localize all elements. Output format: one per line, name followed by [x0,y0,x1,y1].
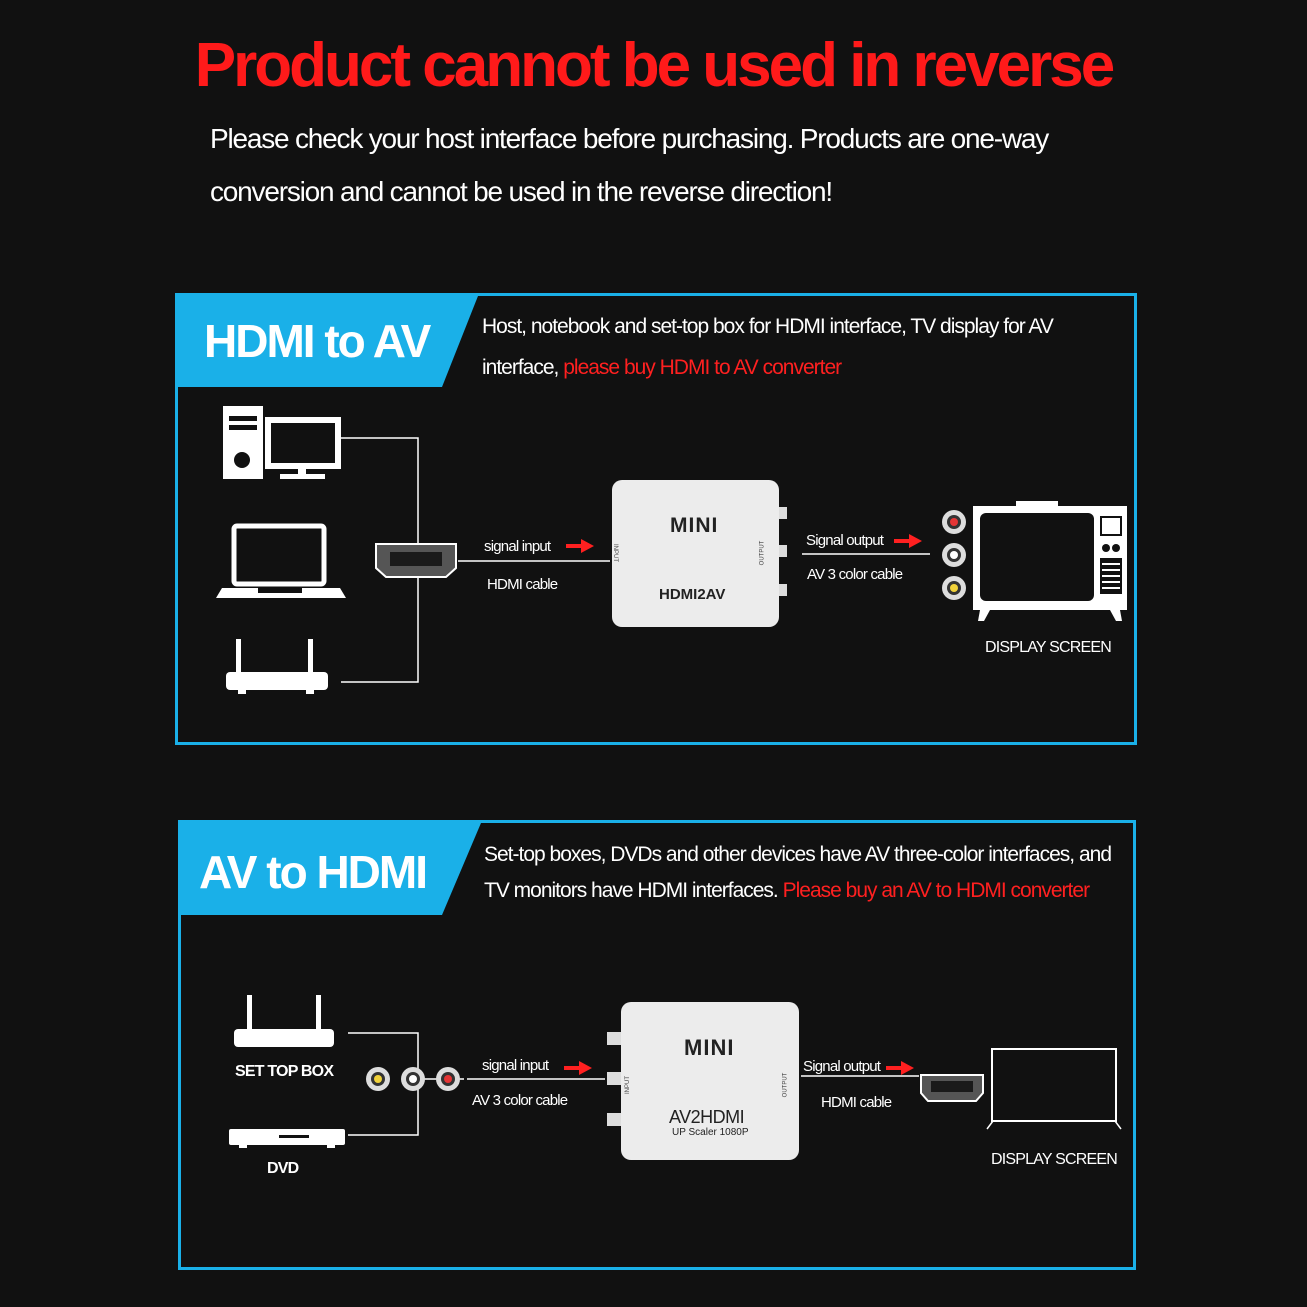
av-to-hdmi-diagram [229,995,1122,1160]
laptop-icon [216,523,346,598]
description-highlight: please buy HDMI to AV converter [558,356,842,379]
description-text: Host, notebook and set-top box for HDMI … [482,315,1054,379]
section-description: Host, notebook and set-top box for HDMI … [482,306,1122,388]
device-brand: MINI [684,1035,735,1060]
arrow-right-icon [894,534,922,548]
rca-plug-icon [366,1067,460,1091]
output-cable-label: HDMI cable [821,1094,892,1111]
input-cable-label: HDMI cable [487,576,558,593]
input-cable-label: AV 3 color cable [472,1092,568,1109]
device-model: AV2HDMI [669,1107,745,1127]
set-top-box-label: SET TOP BOX [235,1063,334,1080]
hdmi-to-av-diagram [216,406,1127,694]
converter-device [612,480,787,627]
rca-plug-icon [942,510,966,600]
device-brand: MINI [670,514,719,537]
dvd-player-icon [229,1129,345,1148]
arrow-right-icon [886,1061,914,1075]
signal-output-label: Signal output [803,1058,881,1075]
signal-output-label: Signal output [806,532,884,549]
arrow-right-icon [566,539,594,553]
device-sub-label: UP Scaler 1080P [672,1127,749,1138]
hdmi-plug-icon [375,543,457,578]
hdmi-plug-icon [920,1074,984,1102]
set-top-box-icon [234,995,334,1047]
tv-icon [973,501,1127,621]
section-tag: AV to HDMI [181,823,481,915]
device-input-label: INPUT [612,544,618,562]
display-screen-label: DISPLAY SCREEN [985,639,1112,656]
flat-tv-icon [986,1048,1122,1130]
description-highlight: Please buy an AV to HDMI converter [777,879,1090,902]
output-cable-label: AV 3 color cable [807,566,903,583]
signal-input-label: signal input [482,1057,549,1074]
dvd-label: DVD [267,1160,299,1177]
device-output-label: OUTPUT [782,1072,789,1098]
section-tag: HDMI to AV [178,296,478,387]
page-subtitle: Please check your host interface before … [210,123,1049,207]
av-to-hdmi-panel: AV to HDMI Set-top boxes, DVDs and other… [178,820,1136,1270]
hdmi-to-av-panel: HDMI to AV Host, notebook and set-top bo… [175,293,1137,745]
router-icon [226,639,328,694]
device-output-label: OUTPUT [759,540,766,566]
device-input-label: INPUT [625,1076,631,1094]
signal-input-label: signal input [484,538,551,555]
display-screen-label: DISPLAY SCREEN [991,1151,1118,1168]
page-title: Product cannot be used in reverse [194,31,1115,100]
pc-tower-icon [223,406,263,479]
description-text: Set-top boxes, DVDs and other devices ha… [484,843,1112,902]
section-description: Set-top boxes, DVDs and other devices ha… [484,837,1124,909]
monitor-icon [265,417,341,479]
arrow-right-icon [564,1061,592,1075]
device-model: HDMI2AV [659,586,726,603]
converter-device [607,1002,799,1160]
